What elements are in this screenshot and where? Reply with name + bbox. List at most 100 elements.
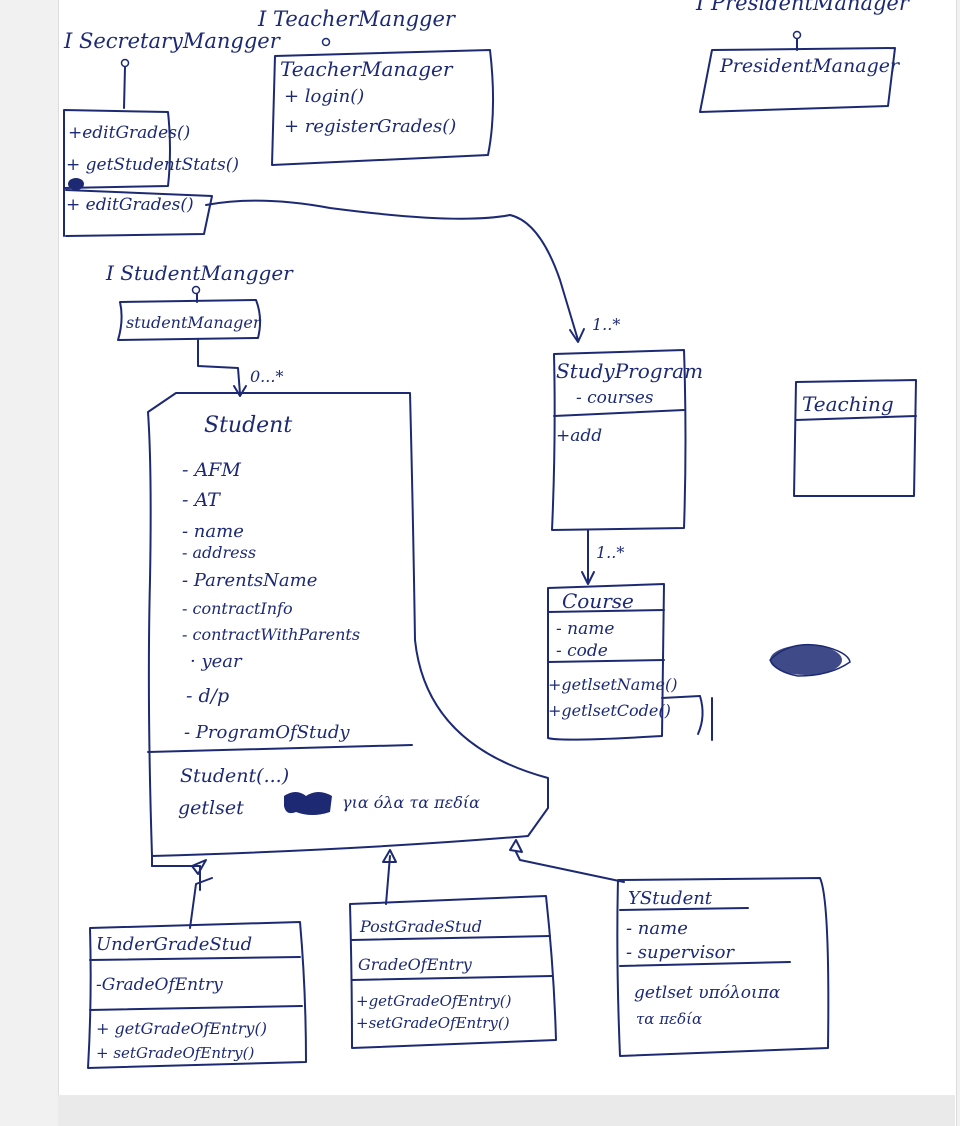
ink-blob-fill: [770, 645, 842, 675]
ystudent-attr-1: - name: [626, 918, 688, 939]
student-attr-1: - AFM: [182, 459, 241, 481]
arrowhead-icon: [569, 328, 585, 343]
ink-scribble: [68, 178, 84, 190]
president-manager-box: PresidentManager: [699, 38, 901, 113]
teaching-class: Teaching: [793, 379, 917, 497]
teacher-interface-label: I TeacherMangger: [257, 7, 457, 31]
secretary-lollipop-icon: [120, 58, 130, 68]
secretary-manager-box: +editGrades() + getStudentStats() + edit…: [63, 109, 239, 237]
course-outline: [547, 583, 665, 741]
student-method-2: getlset: [178, 797, 244, 819]
president-box-outline: [699, 47, 896, 113]
ink-blob: [769, 643, 851, 677]
generalization-undergrad: [189, 877, 213, 929]
president-box-title: PresidentManager: [719, 55, 901, 77]
teaching-name: Teaching: [802, 392, 894, 416]
associations: 1..* 0...* 1..*: [151, 199, 625, 929]
inheritance-triangle-icon: [191, 859, 207, 875]
mult-to-study-program: 1..*: [592, 315, 620, 334]
study-program-class: StudyProgram - courses +add: [551, 349, 703, 531]
teacher-interface: I TeacherMangger: [257, 7, 457, 47]
undergrad-attr-1: -GradeOfEntry: [96, 975, 223, 995]
president-interface: I PresidentManager: [695, 0, 911, 40]
course-attr-2: - code: [556, 641, 608, 661]
student-lollipop-icon: [191, 285, 201, 295]
undergrad-name: UnderGradeStud: [96, 934, 252, 955]
postgrad-attr-1: GradeOfEntry: [358, 955, 473, 974]
secretary-interface: I SecretaryMangger: [63, 29, 282, 109]
teacher-lollipop-icon: [321, 37, 331, 47]
mult-to-student: 0...*: [250, 367, 283, 386]
course-attr-1: - name: [556, 619, 614, 639]
student-attr-7: - contractWithParents: [182, 625, 360, 644]
course-name: Course: [562, 589, 634, 613]
study-program-attr-1: - courses: [576, 388, 654, 408]
postgrad-class: PostGradeStud GradeOfEntry +getGradeOfEn…: [349, 895, 557, 1049]
student-class-name: Student: [204, 413, 292, 438]
inheritance-triangle-icon: [382, 849, 397, 863]
secretary-method-2: + getStudentStats(): [66, 155, 239, 175]
ystudent-divider-2: [619, 961, 791, 967]
secretary-method-3: + editGrades(): [66, 195, 194, 215]
student-method-3: για όλα τα πεδία: [342, 793, 480, 812]
teacher-box-outline: [271, 49, 495, 166]
paper-bottom-shadow: [58, 1095, 955, 1126]
secretary-lollipop-stem: [123, 66, 126, 109]
generalization-ystudent: [515, 851, 625, 883]
president-lollipop-icon: [792, 30, 802, 40]
student-interface: I StudentMangger: [105, 261, 294, 295]
student-attr-3: - name: [182, 521, 244, 542]
teacher-box-title: TeacherManager: [280, 57, 454, 81]
secretary-box-extension: [65, 189, 213, 237]
student-attr-10: - ProgramOfStudy: [184, 722, 350, 743]
undergrad-outline: [87, 921, 307, 1069]
undergrad-divider-1: [89, 956, 301, 961]
postgrad-divider-1: [351, 935, 551, 941]
assoc-secretary-studyprogram: [205, 199, 579, 341]
student-method-1: Student(...): [180, 765, 289, 787]
postgrad-outline: [349, 895, 557, 1049]
undergrad-method-2: + setGradeOfEntry(): [96, 1044, 254, 1062]
student-manager-outline: [117, 299, 262, 341]
paper-sheet: [58, 0, 957, 1126]
student-manager-title: studentManager: [126, 313, 262, 332]
arrowhead-icon: [233, 385, 247, 397]
study-program-divider: [553, 409, 685, 417]
course-divider-2: [547, 659, 665, 663]
ink-scribble: [284, 792, 332, 815]
teaching-outline: [793, 379, 917, 497]
ink-blob-outline: [769, 643, 851, 677]
postgrad-method-2: +setGradeOfEntry(): [356, 1014, 510, 1032]
teacher-method-1: + login(): [284, 86, 364, 107]
study-program-name: StudyProgram: [556, 359, 703, 383]
course-method-1: +getlsetName(): [548, 675, 677, 694]
secretary-box-outline: [63, 109, 171, 189]
assoc-studentmanager-student: [197, 339, 241, 395]
postgrad-name: PostGradeStud: [359, 917, 482, 936]
study-program-method-1: +add: [556, 426, 602, 446]
undergrad-class: UnderGradeStud -GradeOfEntry + getGradeO…: [87, 921, 307, 1069]
student-attr-4: - address: [182, 543, 256, 562]
president-interface-label: I PresidentManager: [695, 0, 911, 15]
undergrad-divider-2: [89, 1005, 303, 1011]
teacher-manager-box: TeacherManager + login() + registerGrade…: [271, 49, 495, 166]
course-class: Course - name - code +getlsetName() +get…: [547, 583, 713, 741]
course-divider-1: [547, 609, 665, 613]
student-class-divider: [147, 744, 413, 753]
undergrad-method-1: + getGradeOfEntry(): [96, 1019, 267, 1038]
ystudent-name: YStudent: [628, 888, 713, 909]
ystudent-outline: [616, 877, 830, 1057]
student-attr-8: · year: [190, 651, 243, 672]
student-attr-6: - contractInfo: [182, 599, 293, 618]
student-attr-9: - d/p: [186, 685, 229, 707]
mult-to-course: 1..*: [596, 543, 624, 562]
teacher-method-2: + registerGrades(): [284, 116, 456, 137]
secretary-method-1: +editGrades(): [68, 123, 190, 143]
arrowhead-icon: [581, 571, 595, 585]
ystudent-attr-2: - supervisor: [626, 942, 735, 963]
student-attr-5: - ParentsName: [182, 570, 317, 591]
ystudent-method-2: τα πεδία: [636, 1010, 702, 1028]
ystudent-divider-1: [619, 907, 749, 911]
postgrad-method-1: +getGradeOfEntry(): [356, 992, 512, 1010]
